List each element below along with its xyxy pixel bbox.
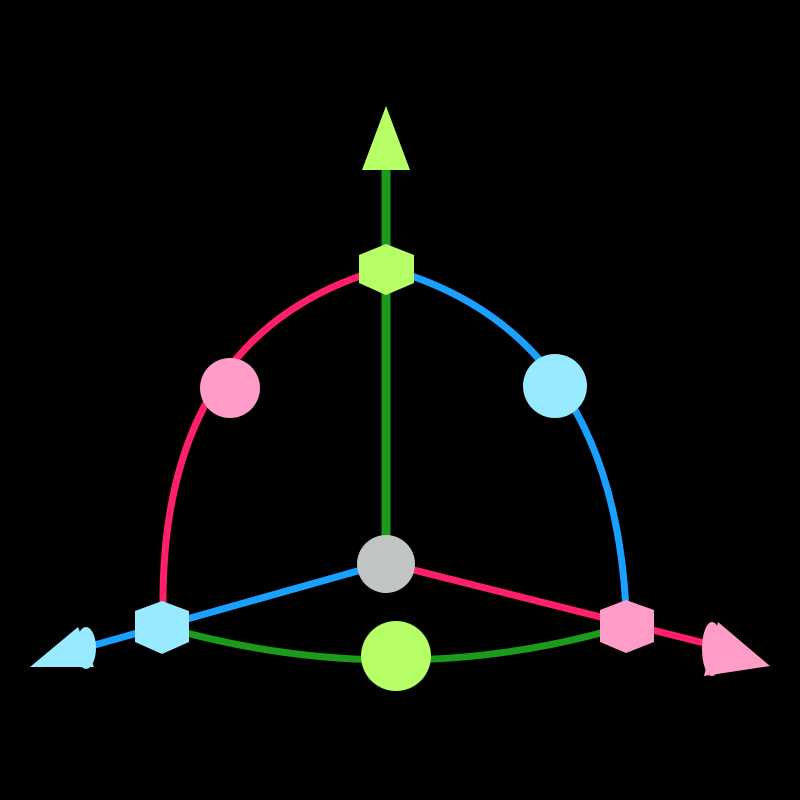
z-axis-line[interactable] (69, 559, 387, 656)
z-scale-cube-icon[interactable] (135, 601, 189, 654)
rotation-handle-y-icon[interactable] (361, 621, 431, 691)
rotation-arc-x-left[interactable] (159, 264, 390, 614)
x-scale-cube-icon[interactable] (600, 600, 654, 653)
center-handle-icon[interactable] (357, 535, 415, 593)
rotation-handle-x-icon[interactable] (200, 358, 260, 418)
y-axis-arrow-icon[interactable] (362, 106, 410, 170)
rotation-handle-z-icon[interactable] (523, 354, 587, 418)
z-arrow-base (76, 627, 96, 669)
x-axis-line[interactable] (385, 559, 741, 656)
x-arrow-base (702, 622, 722, 676)
y-scale-cube-icon[interactable] (359, 244, 414, 295)
x-axis-arrow-icon[interactable] (702, 622, 770, 676)
z-axis-arrow-icon[interactable] (30, 627, 96, 669)
rotation-arc-z-right[interactable] (382, 264, 630, 614)
